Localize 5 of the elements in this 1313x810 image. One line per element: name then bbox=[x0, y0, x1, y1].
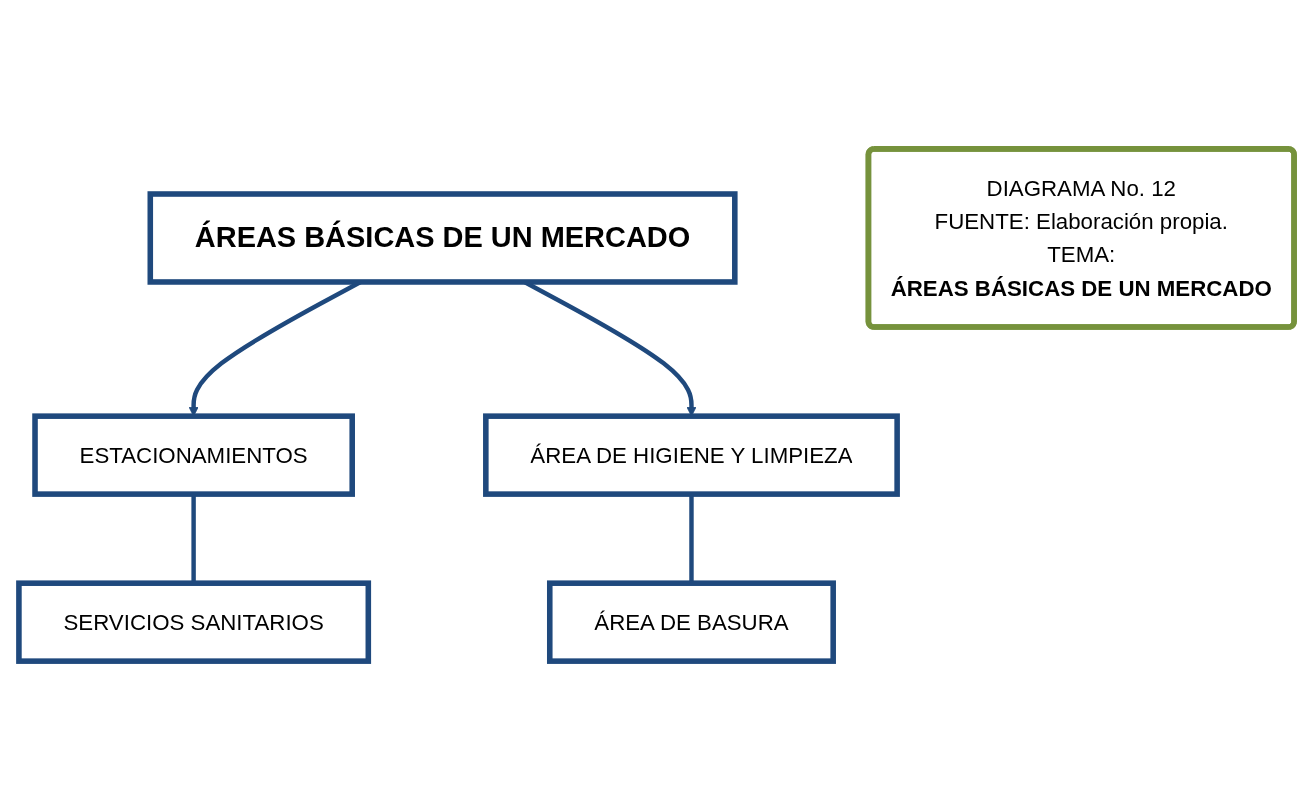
node-box: ÁREAS BÁSICAS DE UN MERCADO bbox=[147, 191, 738, 285]
node-box: SERVICIOS SANITARIOS bbox=[16, 580, 372, 664]
node-box: ESTACIONAMIENTOS bbox=[32, 413, 355, 497]
node-box: ÁREA DE HIGIENE Y LIMPIEZA bbox=[483, 413, 900, 497]
node-box: ÁREA DE BASURA bbox=[547, 580, 836, 664]
